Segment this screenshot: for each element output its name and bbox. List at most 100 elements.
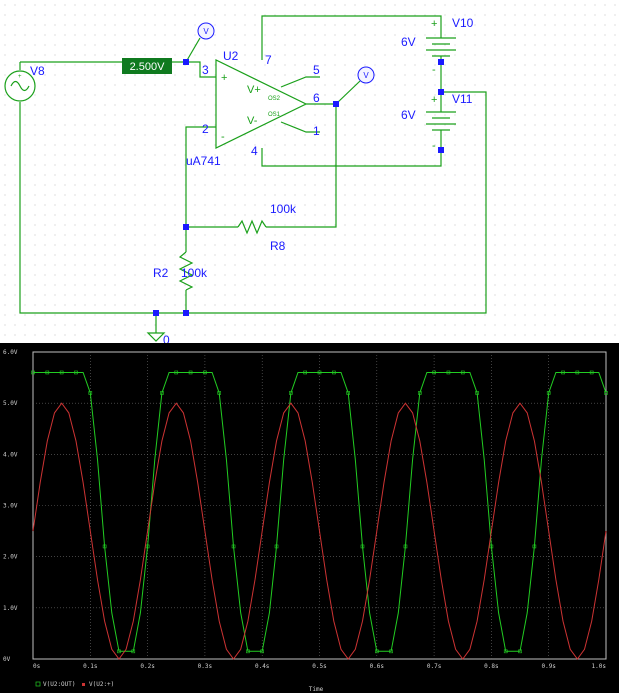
wire-vplus [261, 15, 442, 60]
junction-node [438, 59, 444, 65]
voltage-marker: 2.500V [130, 61, 166, 73]
data-point-marker [102, 544, 107, 549]
data-point-marker [74, 370, 78, 375]
x-tick-label: 0.3s [198, 663, 213, 670]
data-point-marker [231, 544, 236, 549]
battery-top-minus: - [432, 64, 436, 76]
x-axis-label: Time [309, 686, 324, 693]
data-point-marker [346, 391, 350, 395]
y-tick-label: 2.0V [3, 554, 18, 561]
pin-5: 5 [313, 63, 320, 77]
x-tick-label: 0.6s [370, 663, 385, 670]
data-point-marker [174, 370, 179, 375]
probe-lead-out [335, 80, 361, 105]
source-plus-sign: + [18, 74, 22, 80]
x-tick-label: 0.2s [140, 663, 155, 670]
ground-icon [146, 332, 166, 342]
junction-node [438, 147, 444, 153]
circuit-schematic: + V8 2.500V V V U2 uA741 V+ V- OS2 OS1 +… [0, 0, 619, 343]
grid-background [0, 0, 619, 343]
opamp-name: U2 [223, 49, 239, 63]
battery-bottom-value: 6V [401, 108, 416, 122]
series-line-2 [32, 402, 607, 660]
junction-node [153, 310, 159, 316]
battery-bottom-plus: + [431, 94, 437, 106]
data-point-marker [417, 391, 422, 395]
pin-3: 3 [202, 63, 209, 77]
data-point-marker [360, 544, 365, 549]
x-tick-label: 0s [33, 663, 41, 670]
data-point-marker [45, 370, 50, 375]
opamp-os1: OS1 [268, 112, 281, 118]
wire-pin1 [280, 121, 320, 133]
junction-node [333, 101, 339, 107]
wire-plus-in [186, 61, 216, 78]
x-tick-label: 0.9s [541, 663, 556, 670]
battery-bottom-name: V11 [452, 92, 473, 106]
legend-marker [82, 683, 85, 686]
data-point-marker [561, 370, 565, 375]
wire-ground-loop [19, 91, 487, 314]
data-point-marker [246, 649, 250, 654]
x-tick-label: 1.0s [592, 663, 607, 670]
data-point-marker [503, 649, 508, 654]
data-point-marker [575, 370, 580, 375]
x-tick-label: 0.4s [255, 663, 270, 670]
data-point-marker [260, 649, 265, 654]
data-point-marker [88, 391, 93, 395]
pin-2: 2 [202, 122, 209, 136]
battery-top-plus: + [431, 18, 437, 30]
y-tick-label: 1.0V [3, 605, 18, 612]
data-point-marker [203, 370, 207, 375]
pin-1: 1 [313, 124, 320, 138]
opamp-plus-sign: + [221, 72, 227, 84]
wire-pin5 [280, 76, 320, 88]
r8-name: R8 [270, 239, 286, 253]
probe-lead-in [185, 37, 201, 63]
data-point-marker [131, 649, 136, 654]
r2-value: 100k [181, 266, 208, 280]
wire-minus-in [185, 126, 216, 227]
data-point-marker [403, 544, 408, 549]
opamp-model: uA741 [186, 154, 221, 168]
battery-top-value: 6V [401, 35, 416, 49]
probe-letter: V [363, 71, 369, 80]
data-point-marker [59, 370, 64, 375]
series-layer [31, 370, 608, 660]
data-point-marker [117, 649, 121, 654]
y-tick-label: 3.0V [3, 503, 18, 510]
data-point-marker [532, 544, 537, 549]
junction-node [438, 89, 444, 95]
opamp-vplus: V+ [247, 84, 261, 96]
data-point-marker [188, 370, 193, 375]
data-point-marker [374, 649, 379, 654]
data-point-marker [475, 391, 479, 395]
junction-node [183, 224, 189, 230]
y-tick-label: 5.0V [3, 400, 18, 407]
data-point-marker [460, 370, 465, 375]
data-point-marker [145, 544, 150, 549]
legend-label: V(U2:+) [89, 681, 114, 688]
data-point-marker [518, 649, 522, 654]
data-point-marker [589, 370, 594, 375]
data-point-marker [332, 370, 336, 375]
wires [19, 15, 487, 333]
x-tick-label: 0.1s [83, 663, 98, 670]
pin-4: 4 [251, 144, 258, 158]
r8-value: 100k [270, 202, 297, 216]
data-point-marker [160, 391, 164, 395]
ground-label: 0 [163, 333, 170, 343]
data-point-marker [31, 370, 35, 375]
data-point-marker [289, 391, 293, 395]
data-point-marker [489, 544, 494, 549]
opamp-vminus: V- [247, 115, 258, 127]
data-point-marker [446, 370, 451, 375]
junction-node [183, 59, 189, 65]
y-tick-label: 4.0V [3, 451, 18, 458]
data-point-marker [217, 391, 222, 395]
data-point-marker [546, 391, 551, 395]
legend: V(U2:OUT)V(U2:+) [35, 681, 114, 688]
